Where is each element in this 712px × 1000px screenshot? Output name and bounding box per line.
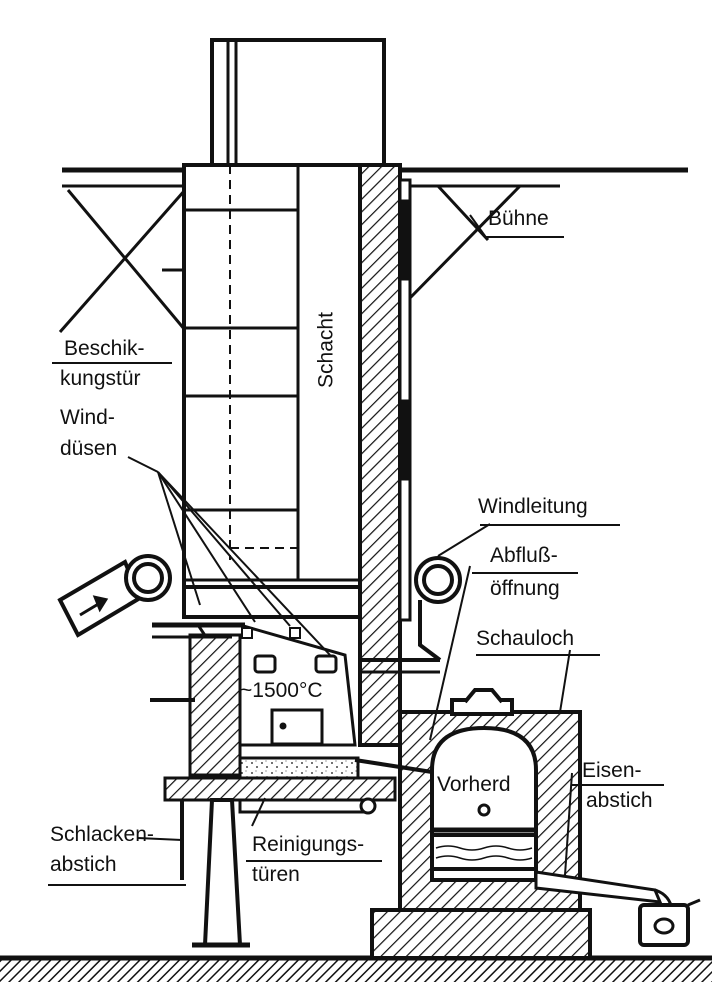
label-windduesen-2: düsen xyxy=(60,437,118,460)
label-schlackenabstich-2: abstich xyxy=(50,853,117,876)
underline-schauloch xyxy=(476,654,600,656)
label-schacht: Schacht xyxy=(314,312,338,388)
wind-pipe-right xyxy=(360,556,462,674)
label-windleitung: Windleitung xyxy=(478,495,588,518)
label-beschickungstuer-1: Beschik- xyxy=(64,337,145,360)
label-eisenabstich-2: abstich xyxy=(586,789,653,812)
underline-windleitung xyxy=(480,524,620,526)
underline-reinigungstueren xyxy=(246,860,382,862)
cleaning-doors xyxy=(238,797,377,815)
label-temperature: ~1500°C xyxy=(240,679,323,702)
iron-tap xyxy=(534,870,701,947)
base-plate xyxy=(163,776,397,802)
label-reinigungstueren-1: Reinigungs- xyxy=(252,833,365,856)
shaft-interior xyxy=(182,163,362,589)
chimney xyxy=(210,38,386,172)
outer-shell-right xyxy=(398,178,412,622)
forehearth-base xyxy=(370,908,592,960)
underline-beschickungstuer xyxy=(52,362,172,364)
label-abflussoeffnung-2: öffnung xyxy=(490,577,560,600)
label-vorherd: Vorherd xyxy=(437,773,511,796)
label-schlackenabstich-1: Schlacken- xyxy=(50,823,154,846)
label-schauloch: Schauloch xyxy=(476,627,575,650)
underline-abflussoeffnung xyxy=(472,572,578,574)
ground-strip xyxy=(0,958,712,982)
underline-schlackenabstich xyxy=(48,884,186,886)
wind-pipe-left xyxy=(57,554,245,702)
label-reinigungstueren-2: türen xyxy=(252,863,300,886)
leader-lines xyxy=(127,214,573,876)
label-eisenabstich-1: Eisen- xyxy=(582,759,642,782)
label-buehne: Bühne xyxy=(488,207,549,230)
label-abflussoeffnung-1: Abfluß- xyxy=(490,544,558,567)
label-beschickungstuer-2: kungstür xyxy=(60,367,141,390)
label-windduesen-1: Wind- xyxy=(60,406,115,429)
hearth-lining-left xyxy=(188,633,242,777)
support-legs xyxy=(180,798,250,948)
underline-buehne xyxy=(484,236,564,238)
underline-eisenabstich xyxy=(572,784,664,786)
